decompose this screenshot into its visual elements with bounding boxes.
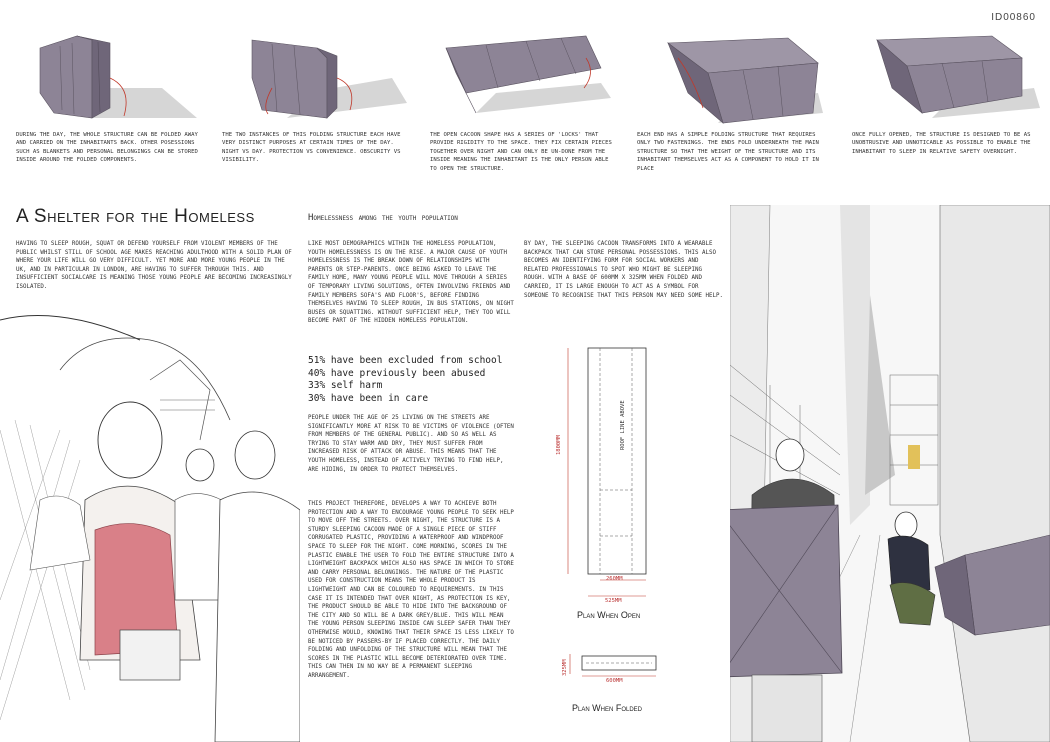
stat-item: 51% have been excluded from school — [308, 355, 503, 366]
col2-paragraph-3: This project therefore, develops a way t… — [308, 501, 514, 679]
crowd-sketch-illustration — [0, 315, 300, 742]
diagram-fully-open — [876, 35, 1040, 118]
caption-2: The two instances of this folding struct… — [222, 132, 401, 164]
street-scene-illustration — [730, 205, 1050, 742]
diagram-unfolding — [251, 39, 407, 119]
diagram-open-cacoon — [445, 35, 611, 114]
intro-paragraph: Having to sleep rough, squat or defend y… — [16, 241, 292, 290]
diagram-end-folds — [667, 37, 823, 124]
dim-inner: 260mm — [606, 576, 623, 582]
stat-item: 33% self harm — [308, 380, 383, 391]
diagram-folded-backpack — [39, 35, 197, 119]
caption-3: The open cacoon shape has a series of 'l… — [430, 132, 612, 172]
stat-item: 40% have previously been abused — [308, 367, 486, 379]
dim-depth: 325mm — [562, 659, 568, 676]
caption-1: During the day, the whole structure can … — [16, 132, 198, 164]
dim-length: 1800mm — [556, 435, 562, 455]
plan-folded-label: Plan When Folded — [572, 703, 643, 713]
page-title: A Shelter for the Homeless — [16, 206, 255, 227]
caption-5: Once fully opened, the structure is desi… — [852, 132, 1031, 155]
stat-item: 30% have been in care — [308, 392, 429, 404]
plan-open-label: Plan When Open — [577, 610, 641, 620]
dim-width: 525mm — [605, 598, 622, 604]
col2-paragraph-1: Like most demographics within the homele… — [308, 241, 514, 325]
plan-folded-drawing — [569, 654, 657, 677]
caption-4: Each end has a simple folding structure … — [637, 132, 819, 172]
col3-paragraph: By day, the sleeping cacoon transforms i… — [524, 241, 723, 299]
dim-folded-width: 600mm — [606, 678, 623, 684]
col2-paragraph-2: People under the age of 25 living on the… — [308, 415, 514, 473]
plan-open-drawing — [567, 347, 647, 597]
roof-line-note: Roof line above — [620, 400, 626, 450]
document-id: ID00860 — [991, 12, 1036, 23]
section-subtitle: Homelessness among the youth population — [308, 213, 458, 223]
stats-list: 51% have been excluded from school 40% h… — [308, 355, 518, 405]
